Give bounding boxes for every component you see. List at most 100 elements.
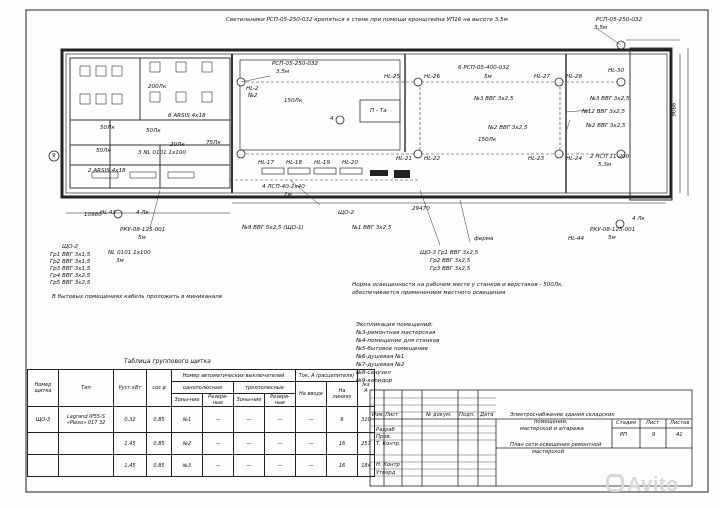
cell-p: 1,45 bbox=[113, 432, 147, 455]
room-item: №5-бытовое помещение bbox=[356, 346, 429, 352]
label-hl44: HL-44 bbox=[568, 236, 585, 242]
th-triple: трехполюсные bbox=[233, 381, 296, 394]
label-vvg1: №1 ВВГ 3х2,5 bbox=[352, 225, 392, 231]
th-online: На линиях bbox=[326, 381, 358, 407]
watermark-text: Avito bbox=[627, 474, 679, 496]
cell-c: — bbox=[233, 454, 265, 477]
title-block: Изм. Лист № докум. Подп. Дата Разраб Про… bbox=[370, 390, 692, 486]
cell-num bbox=[27, 432, 59, 455]
label-hl20: HL-20 bbox=[342, 160, 359, 166]
label-lk4a: 4 Лк bbox=[136, 210, 149, 216]
table-row: 1,45 0,85 №3 — — — — 16 184 bbox=[27, 454, 375, 477]
stamp-stadia-val: РП bbox=[620, 432, 628, 438]
cell-type: Legrand IP55-S «Plexo» 017 32 bbox=[58, 406, 114, 433]
label-farm: ферма bbox=[474, 236, 494, 242]
cell-d: — bbox=[264, 454, 296, 477]
cell-a: №2 bbox=[171, 432, 203, 455]
label-p-ta: П - Та bbox=[370, 108, 387, 114]
table-row: ЩО-3 Legrand IP55-S «Plexo» 017 32 0,32 … bbox=[27, 406, 375, 433]
th-num: Номер щитка bbox=[27, 369, 59, 407]
cell-c: — bbox=[233, 406, 265, 433]
label-hl27: HL-27 bbox=[534, 74, 551, 80]
label-h5m-right: 5м bbox=[608, 235, 616, 241]
stamp-prov: Пров. bbox=[376, 434, 392, 440]
label-hl28: HL-28 bbox=[566, 74, 583, 80]
label-lux50a: 50Лк bbox=[100, 125, 115, 131]
label-room4: 4 bbox=[330, 116, 334, 122]
label-rsp-top: РСП-05-250-032 bbox=[596, 17, 643, 23]
stamp-ndok: № докум. bbox=[426, 412, 452, 418]
label-h2m: 2м bbox=[284, 192, 292, 198]
stamp-utverd: Утверд bbox=[376, 470, 396, 476]
label-hl22: HL-22 bbox=[424, 156, 441, 162]
label-h35-mid: 3,5м bbox=[276, 69, 290, 75]
label-h53: 5,3м bbox=[598, 162, 612, 168]
label-dim-left: 10980 bbox=[84, 212, 102, 218]
rooms-title: Экспликация помещений: bbox=[356, 322, 433, 328]
th-onvvod: На вводе bbox=[295, 381, 327, 407]
legend-line: ЩО-2 bbox=[62, 244, 79, 250]
th-zone: Зоны-ние bbox=[171, 393, 203, 407]
label-hl24: HL-24 bbox=[566, 156, 583, 162]
avito-watermark: Avito bbox=[606, 474, 679, 497]
cell-cos: 0,85 bbox=[146, 406, 172, 433]
stamp-razrab: Разраб bbox=[376, 427, 395, 433]
cell-g: 320 bbox=[357, 406, 375, 433]
nl-note-height: 3м bbox=[116, 258, 124, 264]
cell-num bbox=[27, 454, 59, 477]
cell-a: №1 bbox=[171, 406, 203, 433]
cable-note: В бытовых помещениях кабель проложить в … bbox=[52, 294, 223, 300]
label-lux50c: 50Лк bbox=[96, 148, 111, 154]
cell-e: — bbox=[295, 454, 327, 477]
th-current: Ток, А (расцепителя) bbox=[295, 369, 358, 382]
label-vvg3a: №3 ВВГ 3х2,5 bbox=[474, 96, 514, 102]
label-arsis2: 2 ARSIS 4х18 bbox=[88, 168, 126, 174]
label-rsp-mid: РСП-05-250-032 bbox=[272, 61, 319, 67]
label-lk4b: 4 Лк bbox=[632, 216, 645, 222]
stamp-list: Лист bbox=[385, 412, 399, 418]
stamp-podp: Подп. bbox=[459, 412, 475, 418]
label-vvg3b: №3 ВВГ 3х2,5 bbox=[590, 96, 630, 102]
cell-c: — bbox=[233, 432, 265, 455]
label-arsis1: 8 ARSIS 4х18 bbox=[168, 113, 206, 119]
sho3-line: Гр3 ВВГ 3х2,5 bbox=[430, 266, 471, 272]
cell-type bbox=[58, 454, 114, 477]
room-item: №3-ремонтная мастерская bbox=[356, 330, 436, 336]
label-lux200: 200Лк bbox=[148, 84, 167, 90]
label-vvg2a: №2 ВВГ 3х2,5 bbox=[488, 125, 528, 131]
nl-note: NL 0101 1х100 bbox=[108, 250, 151, 256]
cell-f: 6 bbox=[326, 406, 358, 433]
stamp-sheet-title: План сети освещения ремонтной bbox=[510, 442, 602, 448]
legend-line: Гр3 ВВГ 3х1,5 bbox=[50, 266, 91, 272]
label-hl18: HL-18 bbox=[286, 160, 303, 166]
room-item: №4-помещение для станков bbox=[356, 338, 440, 344]
cell-cos: 0,85 bbox=[146, 454, 172, 477]
label-hl43: HL-43 bbox=[100, 210, 117, 216]
cell-cos: 0,85 bbox=[146, 432, 172, 455]
label-dim-vert: 9066 bbox=[671, 102, 678, 117]
label-vvg9: №9 ВВГ 5х2,5 (ЩО-1) bbox=[242, 225, 304, 231]
label-hl17: HL-17 bbox=[258, 160, 275, 166]
label-sp100: 2 НСП 11-200 bbox=[590, 154, 630, 160]
label-hl25: HL-25 bbox=[384, 74, 401, 80]
label-lux150a: 150Лк bbox=[284, 98, 303, 104]
th-cos: cos φ bbox=[146, 369, 172, 407]
th-single: однополюсные bbox=[171, 381, 234, 394]
group-table-title: Таблица группового щитка bbox=[124, 358, 211, 365]
label-hl23: HL-23 bbox=[528, 156, 545, 162]
stamp-nkontr: Н. Контр bbox=[376, 462, 400, 468]
stamp-title: Электроснабжение здания складских bbox=[510, 412, 615, 418]
label-lsp: 4 ЛСП-40-2х40 bbox=[262, 184, 305, 190]
cell-e: — bbox=[295, 406, 327, 433]
stamp-title-3: мастерской и а/гаража bbox=[520, 426, 584, 432]
th-reserve2: Резерв-ные bbox=[264, 393, 296, 407]
th-reserve: Резерв-ные bbox=[202, 393, 234, 407]
group-table: Номер щитка Тип Руст.кВт cos φ Номер авт… bbox=[27, 369, 375, 477]
norm-note-2: обеспечивается применением местного осве… bbox=[352, 290, 506, 296]
sho3-line: ЩО-3 Гр1 ВВГ 3х2,5 bbox=[420, 250, 479, 256]
stamp-stadia: Стадия bbox=[616, 420, 636, 426]
stamp-list2: Лист bbox=[646, 420, 660, 426]
cell-f: 16 bbox=[326, 454, 358, 477]
room-item: №6-душевая №1 bbox=[356, 354, 405, 360]
cell-b: — bbox=[202, 454, 234, 477]
